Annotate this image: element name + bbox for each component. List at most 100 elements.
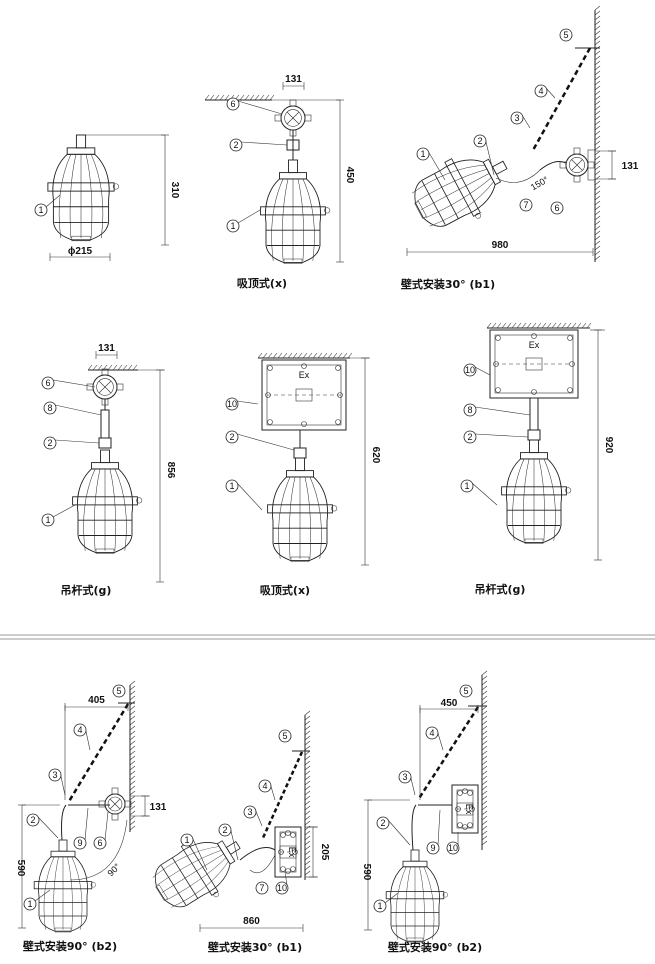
chain-link (565, 84, 571, 91)
chain-link (293, 764, 298, 769)
dimension-label: 450 (441, 698, 458, 709)
lamp (152, 840, 241, 908)
lamp (72, 449, 143, 554)
callout: 2 (26, 813, 59, 839)
box-bolt (462, 788, 468, 794)
hatch (594, 225, 601, 231)
band-screw (324, 207, 331, 214)
hatch (129, 720, 136, 726)
dimension-label: 590 (361, 864, 372, 881)
callout: 2 (43, 436, 100, 450)
hatch (511, 322, 517, 329)
cage-bar (543, 458, 556, 541)
cage-bar (282, 178, 289, 261)
hatch (272, 352, 278, 359)
cage-bar (58, 154, 72, 239)
lamp-foot (290, 556, 310, 562)
hatch (304, 750, 311, 756)
box-bolt (457, 822, 463, 828)
callout-circle (463, 403, 477, 417)
hatch (304, 850, 311, 856)
chain-link (264, 826, 269, 832)
hatch (122, 364, 128, 371)
hatch (594, 150, 601, 156)
lamp (260, 159, 331, 264)
hatch (594, 70, 601, 76)
callout: 3 (48, 768, 66, 796)
chain-link (262, 833, 266, 839)
callout: 2 (229, 138, 288, 152)
leader-line (484, 137, 495, 176)
bent-arm (539, 161, 567, 171)
hatch (304, 790, 311, 796)
box-bolt (301, 363, 307, 369)
box-bolt (495, 335, 501, 341)
lamp-band (267, 504, 333, 514)
leader-line (52, 504, 76, 518)
hatch (506, 322, 512, 329)
chain-link (68, 795, 74, 801)
chain-link (273, 808, 278, 813)
callout: 10 (225, 397, 259, 411)
callout: 1 (23, 889, 51, 911)
hatch (481, 820, 488, 826)
angle-label: 90° (106, 861, 123, 878)
cage-bar (271, 178, 284, 261)
box-body (274, 826, 302, 878)
coupling (293, 447, 307, 459)
box-bolt (567, 335, 573, 341)
leader-line (191, 836, 208, 871)
chain-link (296, 757, 301, 763)
callout-circle (278, 729, 292, 743)
cage-bar (512, 458, 525, 541)
callout: 1 (41, 504, 76, 527)
hatch (129, 710, 136, 716)
hatch (304, 800, 311, 806)
rod (100, 409, 110, 439)
lamp-foot (414, 201, 427, 219)
callout: 2 (376, 816, 411, 846)
callout-number: 10 (465, 365, 475, 375)
lamp-cap (402, 860, 428, 868)
hatch (297, 352, 303, 359)
callout-number: 2 (30, 815, 35, 825)
chain-link (578, 62, 583, 68)
chain-link (270, 814, 275, 820)
callout-circle (23, 897, 37, 911)
cage-bar (423, 866, 435, 940)
cage-bar (523, 458, 530, 541)
callout: 9 (73, 807, 89, 850)
callout: 4 (258, 779, 276, 801)
box-label: Ex (287, 847, 297, 858)
hatch (481, 835, 488, 841)
cage-bar (90, 154, 104, 239)
chain-link (582, 54, 587, 61)
hatch (481, 700, 488, 706)
arm (411, 804, 417, 851)
leader-line (284, 871, 288, 886)
box-bolt (495, 387, 501, 393)
hatch (501, 322, 507, 329)
chain-link (540, 129, 546, 135)
cage-bar (304, 476, 311, 559)
lamp (33, 839, 97, 933)
hatch (571, 322, 577, 329)
wall-hatch (594, 5, 601, 262)
junction-port (86, 383, 94, 391)
dimension: 131 (141, 795, 167, 817)
lamp-cap (482, 158, 502, 186)
band-screw (475, 213, 481, 219)
lamp (501, 439, 572, 544)
hatch (481, 720, 488, 726)
hatch (526, 322, 532, 329)
box-bolt (567, 387, 573, 393)
chain-link (561, 91, 567, 98)
chain-link (544, 121, 550, 128)
chain-link (299, 751, 304, 757)
hatch (129, 820, 136, 826)
hatch (304, 765, 311, 771)
hatch (481, 735, 488, 741)
lamp-neck (58, 839, 68, 852)
cage-bar (395, 866, 407, 940)
callout-circle (463, 363, 477, 377)
